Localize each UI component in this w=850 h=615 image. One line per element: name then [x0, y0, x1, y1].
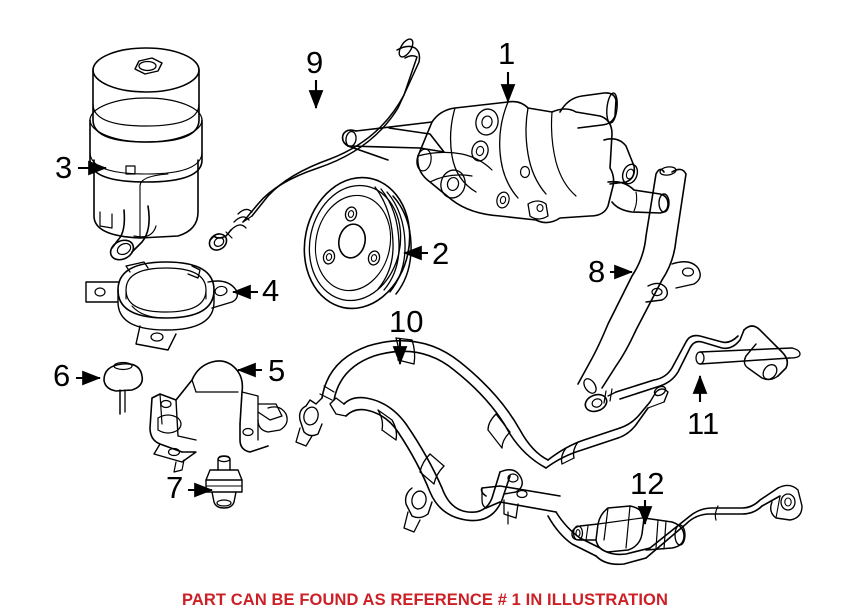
- callout-number-4: 4: [262, 273, 280, 308]
- part-pump-mounting-bracket: [149, 360, 288, 473]
- part-reservoir-ring-bracket: [85, 261, 239, 351]
- callout-number-6: 6: [53, 358, 71, 393]
- part-fluid-cooler-line: [480, 484, 803, 566]
- callout-number-11: 11: [687, 406, 720, 441]
- part-power-steering-pump: [341, 92, 670, 224]
- callout-arrows: [76, 72, 708, 526]
- part-pressure-hose-assembly: [295, 337, 801, 533]
- callout-number-10: 10: [389, 304, 424, 339]
- part-rubber-mount-stud: [103, 361, 144, 415]
- part-fluid-reservoir: [89, 47, 203, 261]
- part-isolator-grommet: [205, 455, 243, 509]
- reference-caption: PART CAN BE FOUND AS REFERENCE # 1 IN IL…: [182, 591, 668, 609]
- part-suction-hose: [208, 38, 421, 251]
- callout-number-9: 9: [306, 45, 324, 80]
- part-pump-pulley: [303, 176, 412, 310]
- callout-number-3: 3: [55, 150, 73, 185]
- part-upper-return-line: [577, 166, 701, 394]
- callout-number-5: 5: [268, 353, 286, 388]
- callout-number-7: 7: [166, 470, 184, 505]
- callout-number-8: 8: [588, 254, 606, 289]
- part-lower-return-line: [584, 325, 789, 413]
- callout-number-12: 12: [630, 466, 665, 501]
- callout-number-1: 1: [498, 36, 516, 71]
- callout-number-2: 2: [432, 236, 450, 271]
